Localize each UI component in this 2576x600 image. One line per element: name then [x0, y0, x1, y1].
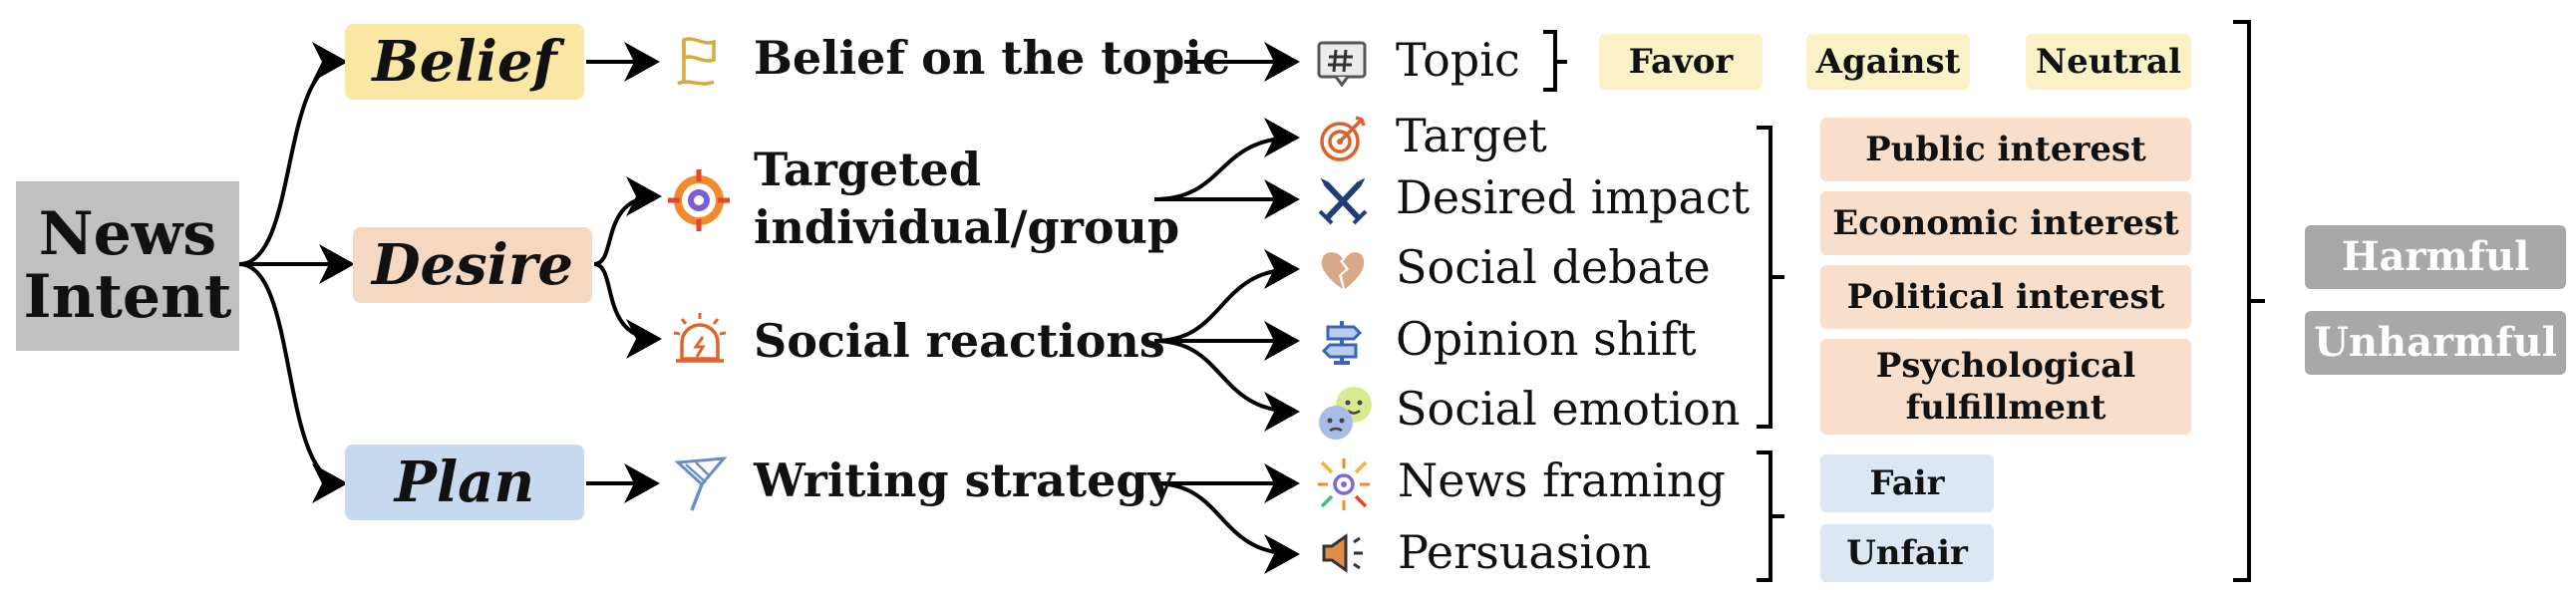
- tag-public-interest: Public interest: [1820, 118, 2191, 181]
- edge-reactions-debate: [1153, 249, 1300, 343]
- bullseye-icon: [1320, 116, 1366, 161]
- strategy-label: Writing strategy: [754, 453, 1175, 507]
- leaf-social-emotion: Social emotion: [1396, 382, 1741, 436]
- targeted-line1: Targeted: [754, 143, 981, 196]
- signpost-icon: [1321, 321, 1363, 365]
- leaf-desired-impact: Desired impact: [1396, 170, 1751, 224]
- reactions-label: Social reactions: [754, 314, 1165, 368]
- tag-harmful: Harmful: [2305, 225, 2566, 289]
- tag-neutral: Neutral: [2026, 34, 2191, 90]
- belief-node-label: Belief on the topic: [754, 31, 1230, 85]
- root-node: News Intent: [16, 181, 239, 351]
- focus-icon: [1318, 458, 1370, 510]
- alarm-icon: [673, 313, 727, 363]
- leaf-social-debate: Social debate: [1396, 240, 1711, 294]
- target-icon: [668, 169, 730, 231]
- tag-political-interest: Political interest: [1820, 265, 2191, 329]
- emotion-faces-icon: [1319, 387, 1372, 440]
- hashtag-icon: [1317, 41, 1367, 88]
- plan-box: Plan: [345, 445, 584, 520]
- outcome-bracket: [2233, 20, 2265, 582]
- edge-root-plan: [238, 262, 348, 503]
- tag-against: Against: [1806, 34, 1970, 90]
- swords-icon: [1318, 177, 1368, 225]
- leaf-topic: Topic: [1396, 33, 1520, 87]
- root-label-line1: News: [38, 199, 217, 269]
- leaf-target: Target: [1396, 109, 1547, 162]
- root-label-line2: Intent: [23, 262, 232, 332]
- leaf-opinion-shift: Opinion shift: [1396, 312, 1697, 366]
- leaf-persuasion: Persuasion: [1398, 525, 1652, 579]
- edge-targeted-target: [1153, 118, 1300, 201]
- tag-unfair: Unfair: [1820, 524, 1994, 582]
- desire-box: Desire: [353, 227, 592, 303]
- tag-economic-interest: Economic interest: [1820, 191, 2191, 255]
- belief-box: Belief: [345, 24, 584, 100]
- plan-bracket: [1757, 450, 1784, 582]
- belief-title: Belief: [372, 29, 557, 95]
- tag-favor: Favor: [1599, 34, 1763, 90]
- plan-title: Plan: [394, 450, 535, 515]
- desire-title: Desire: [371, 232, 574, 298]
- leaf-news-framing: News framing: [1398, 453, 1726, 507]
- targeted-line2: individual/group: [754, 200, 1180, 254]
- edge-strategy-persuasion: [1153, 481, 1300, 574]
- tag-fair: Fair: [1820, 454, 1994, 512]
- edge-desire-targeted: [593, 176, 662, 266]
- tag-unharmful: Unharmful: [2305, 311, 2566, 375]
- flag-icon: [677, 37, 716, 86]
- edge-root-belief: [238, 42, 348, 266]
- topic-bracket: [1543, 30, 1567, 92]
- megaphone-icon: [1322, 533, 1363, 573]
- desire-bracket: [1757, 126, 1784, 429]
- edge-desire-reactions: [593, 262, 662, 359]
- quill-icon: [674, 456, 728, 511]
- broken-heart-icon: [1321, 252, 1365, 289]
- edge-reactions-emotion: [1153, 339, 1300, 432]
- tag-psychological-fulfillment: Psychological fulfillment: [1820, 339, 2191, 435]
